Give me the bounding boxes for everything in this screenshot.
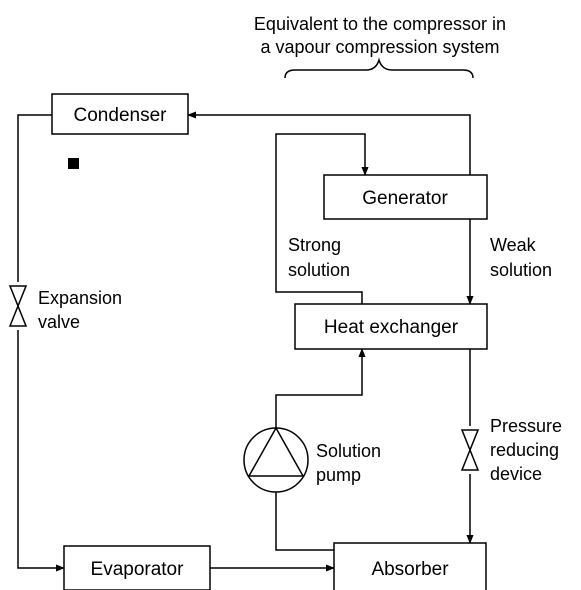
pump-to-heat-exchanger-line: [275, 348, 366, 428]
absorber-box: Absorber: [333, 542, 487, 590]
weak-solution-label-1: Weak: [490, 235, 537, 255]
solution-pump-icon: [243, 426, 309, 493]
heat-exchanger-label: Heat exchanger: [324, 317, 459, 338]
solution-pump-label-1: Solution: [316, 441, 381, 461]
small-square-marker: [68, 158, 79, 169]
generator-label: Generator: [362, 188, 448, 209]
weak-solution-label-2: solution: [490, 260, 552, 280]
condenser-to-evaporator-line: [17, 114, 65, 572]
compressor-brace: [284, 57, 474, 79]
header-line-2: a vapour compression system: [260, 37, 499, 57]
expansion-valve-icon: [8, 282, 28, 330]
pressure-reducing-label-3: device: [490, 464, 542, 484]
expansion-valve-label-2: valve: [38, 312, 80, 332]
pressure-reducing-valve-icon: [460, 426, 480, 474]
strong-solution-label-2: solution: [288, 260, 350, 280]
solution-pump-label-2: pump: [316, 465, 361, 485]
condenser-box: Condenser: [51, 93, 189, 135]
evaporator-box: Evaporator: [63, 545, 211, 590]
expansion-valve-label-1: Expansion: [38, 288, 122, 308]
pressure-reducing-label-2: reducing: [490, 440, 559, 460]
condenser-label: Condenser: [74, 105, 168, 126]
evaporator-label: Evaporator: [91, 559, 185, 580]
generator-to-condenser-line: [187, 111, 471, 175]
generator-box: Generator: [323, 174, 488, 220]
header-line-1: Equivalent to the compressor in: [254, 14, 506, 34]
absorber-label: Absorber: [371, 559, 449, 580]
absorber-to-pump-line: [275, 492, 334, 551]
strong-solution-line: [275, 133, 369, 304]
strong-solution-label-1: Strong: [288, 235, 341, 255]
pressure-reducing-label-1: Pressure: [490, 416, 562, 436]
heat-exchanger-box: Heat exchanger: [294, 303, 488, 350]
